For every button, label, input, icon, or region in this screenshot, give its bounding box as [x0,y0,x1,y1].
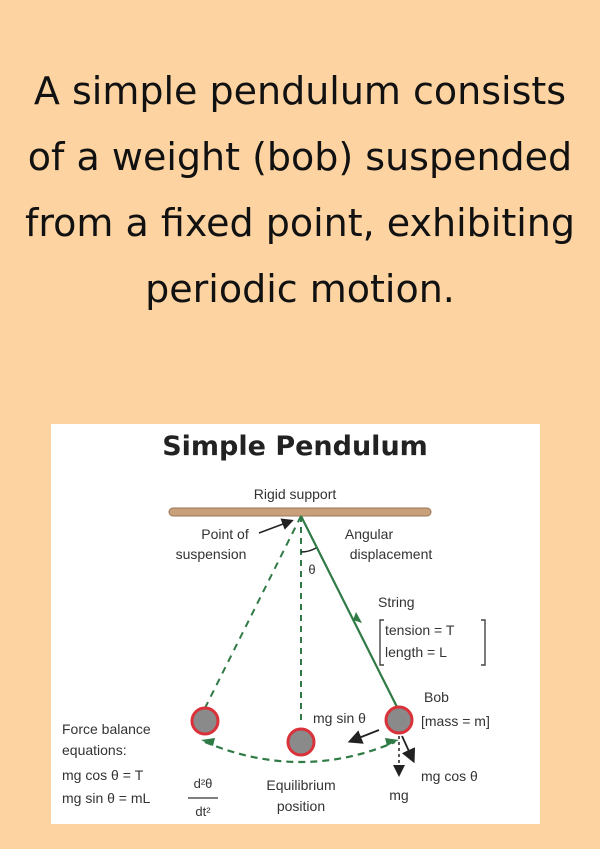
string-bracket-right [481,619,486,666]
mg-sin-arrow [347,729,380,744]
mg-sin-label: mg sin θ [313,710,366,726]
string-bracket-left [379,619,384,666]
force-balance-label-2: equations: [62,742,127,758]
string-arrowhead [353,612,362,623]
fraction-denominator: dt² [195,804,211,819]
equilibrium-label-2: position [277,798,325,814]
equation-2: mg sin θ = mL [62,790,151,806]
diagram-title: Simple Pendulum [162,431,428,462]
mg-cos-label: mg cos θ [421,768,478,784]
headline-text: A simple pendulum consists of a weight (… [25,69,575,311]
bob-left [190,706,220,736]
bob-mass-label: [mass = m] [421,713,490,729]
angular-displacement-label-2: displacement [350,546,433,562]
rigid-support-bar [168,507,432,517]
suspension-pointer [258,518,294,534]
mg-label: mg [389,787,408,803]
left-dashed-string [204,515,302,709]
length-label: length = L [385,644,447,660]
bob-right [384,705,414,735]
string-label: String [378,594,415,610]
pendulum-string [300,515,398,708]
angle-arc [300,547,317,553]
force-balance-label-1: Force balance [62,721,151,737]
fraction-numerator: d²θ [194,776,213,791]
rigid-support-label: Rigid support [254,486,337,502]
swing-arc [204,740,396,764]
swing-arrow-left [201,738,215,746]
theta-label: θ [308,562,315,577]
point-of-suspension-label-1: Point of [201,526,249,542]
bob-label: Bob [424,689,449,705]
tension-label: tension = T [385,622,455,638]
point-of-suspension-label-2: suspension [176,546,247,562]
pendulum-diagram-panel: Simple Pendulum Rigid support θ Point of… [51,424,540,824]
swing-arrow-right [385,738,399,746]
angular-displacement-label-1: Angular [345,526,394,542]
pendulum-diagram: Simple Pendulum Rigid support θ Point of… [62,431,490,819]
bob-equilibrium [286,727,316,757]
equilibrium-label-1: Equilibrium [266,777,335,793]
mg-cos-arrow [401,735,416,764]
equation-1: mg cos θ = T [62,767,144,783]
